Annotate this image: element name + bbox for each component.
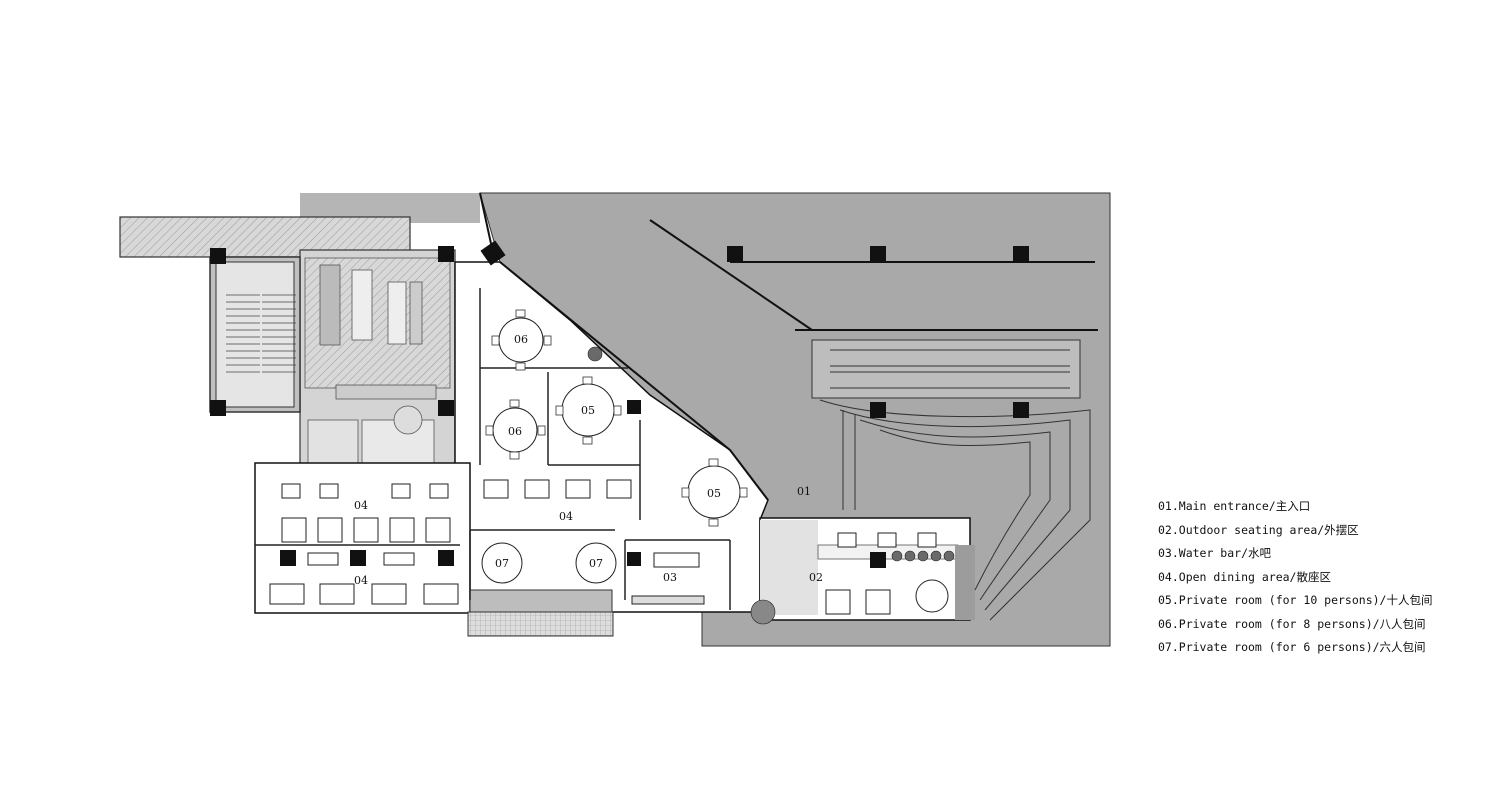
escalator-and-steps (811, 339, 1091, 621)
stairwell (209, 256, 301, 413)
chairs (485, 309, 748, 527)
zone-label-07-b: 07 (589, 557, 603, 570)
legend: 01.Main entrance/主入口 02.Outdoor seating … (1158, 497, 1488, 662)
legend-item-04: 04.Open dining area/散座区 (1158, 569, 1331, 584)
kitchen-area (119, 216, 456, 471)
zone-label-04-a: 04 (354, 499, 368, 512)
zone-label-01: 01 (797, 485, 811, 498)
zone-label-05-b: 05 (707, 487, 721, 500)
glazing-lines (479, 192, 1098, 501)
zone-label-04-b: 04 (559, 510, 573, 523)
table-07-a (481, 542, 523, 584)
table-07-b (575, 542, 617, 584)
legend-item-07: 07.Private room (for 6 persons)/六人包间 (1158, 640, 1426, 654)
partitions (255, 288, 731, 610)
legend-item-02: 02.Outdoor seating area/外摆区 (1158, 522, 1359, 537)
zone-label-06-b: 06 (508, 425, 522, 438)
round-tables (481, 317, 949, 613)
table-02-round (915, 579, 949, 613)
legend-item-06: 06.Private room (for 8 persons)/八人包间 (1158, 616, 1426, 631)
legend-item-03: 03.Water bar/水吧 (1158, 546, 1272, 560)
zone-label-02: 02 (809, 571, 823, 584)
rect-tables (269, 479, 937, 615)
zone-label-07-a: 07 (495, 557, 509, 570)
zone-label-03: 03 (663, 571, 677, 584)
planters (587, 346, 955, 625)
legend-item-01: 01.Main entrance/主入口 (1158, 499, 1311, 513)
legend-item-05: 05.Private room (for 10 persons)/十人包间 (1158, 593, 1433, 607)
zone-label-05-a: 05 (581, 404, 595, 417)
structural-columns (210, 240, 1029, 568)
zone-label-04-c: 04 (354, 574, 368, 587)
zone-label-06-a: 06 (514, 333, 528, 346)
